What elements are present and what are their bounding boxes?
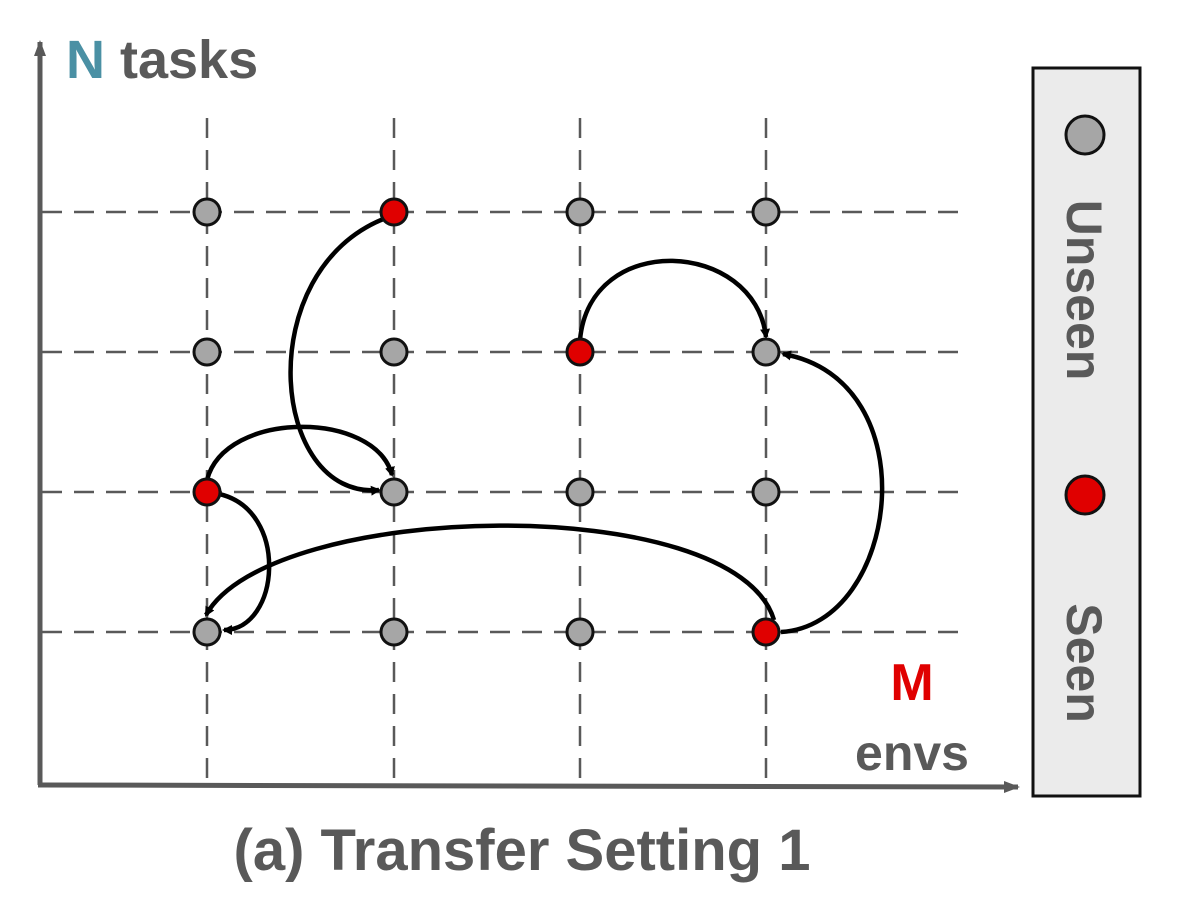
transfer-arrow <box>577 258 771 341</box>
y-axis-label-tasks: tasks <box>105 30 258 90</box>
unseen-node-icon <box>565 477 595 507</box>
legend: Unseen Seen <box>1031 66 1142 798</box>
unseen-node-icon <box>379 617 409 647</box>
grid-nodes <box>192 197 781 647</box>
unseen-node-icon <box>192 617 222 647</box>
unseen-legend-label: Unseen <box>1056 200 1112 381</box>
seen-node-icon <box>379 197 409 227</box>
transfer-arrow <box>218 491 272 635</box>
unseen-node-icon <box>379 337 409 367</box>
unseen-node-icon <box>565 197 595 227</box>
unseen-legend-icon <box>1064 114 1106 156</box>
unseen-node-icon <box>751 477 781 507</box>
y-axis-label-n: N <box>66 30 105 90</box>
x-axis-label-m: M <box>890 654 933 712</box>
x-axis-line <box>37 780 1020 793</box>
transfer-arrow <box>204 424 395 481</box>
unseen-node-icon <box>751 337 781 367</box>
transfer-arrow <box>780 350 885 635</box>
figure-caption: (a) Transfer Setting 1 <box>234 818 811 883</box>
y-axis-label: N tasks <box>66 30 258 90</box>
legend-box <box>1031 66 1142 798</box>
seen-node-icon <box>192 477 222 507</box>
seen-legend-icon <box>1064 474 1106 516</box>
transfer-arrow <box>204 523 777 621</box>
grid-lines <box>42 118 965 783</box>
seen-node-icon <box>565 337 595 367</box>
seen-node-icon <box>751 617 781 647</box>
transfer-arrow <box>288 215 387 496</box>
axes <box>34 40 1020 793</box>
unseen-node-icon <box>192 197 222 227</box>
unseen-node-icon <box>379 477 409 507</box>
seen-legend-label: Seen <box>1056 603 1112 723</box>
unseen-node-icon <box>751 197 781 227</box>
transfer-arrows <box>204 215 885 635</box>
unseen-node-icon <box>565 617 595 647</box>
x-axis-label-envs: envs <box>855 725 969 781</box>
unseen-node-icon <box>192 337 222 367</box>
